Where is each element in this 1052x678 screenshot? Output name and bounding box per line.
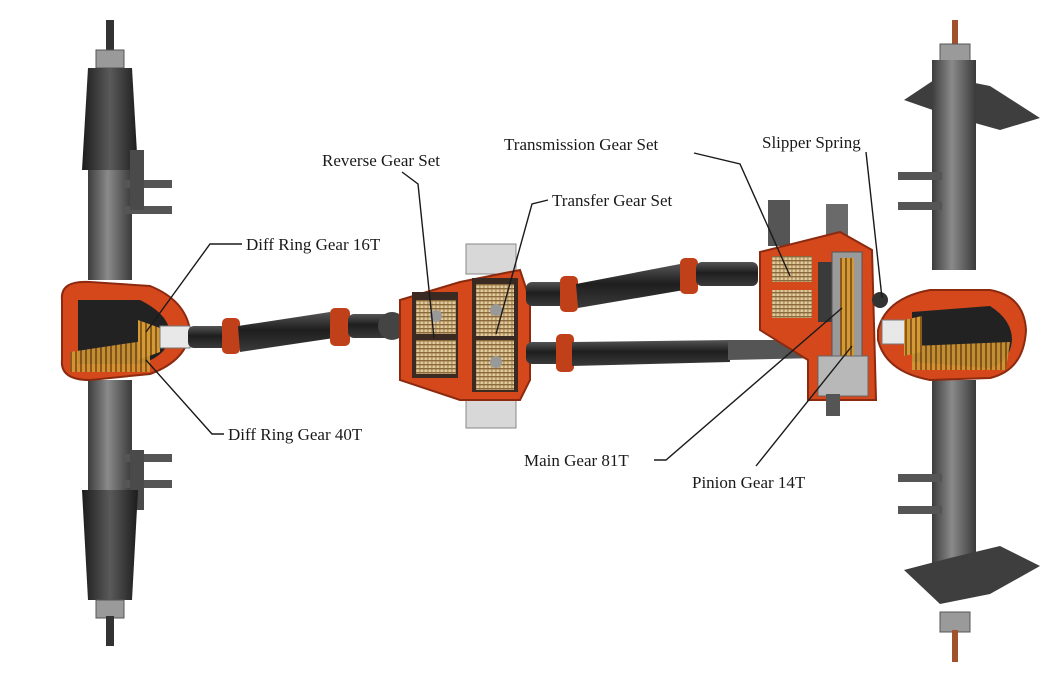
leader-transmission-gear-set [693,152,791,277]
front-axle-right [877,20,1040,662]
leader-slipper-spring [865,151,883,299]
label-pinion-gear-14t: Pinion Gear 14T [692,473,806,492]
transfer-case [399,243,531,429]
rear-driveshaft [188,308,406,354]
leader-diff-ring-gear-16t [145,243,242,333]
leader-transfer-gear-set [495,199,549,335]
lower-driveshaft [526,334,820,372]
leader-pinion-gear-14t [755,345,853,467]
leader-main-gear-81t [654,307,843,461]
label-main-gear-81t: Main Gear 81T [524,451,629,470]
label-diff-ring-gear-40t: Diff Ring Gear 40T [228,425,363,444]
leader-lines [145,151,883,467]
label-slipper-spring: Slipper Spring [762,133,861,152]
leader-reverse-gear-set [401,171,435,339]
transmission [759,200,888,416]
label-diff-ring-gear-16t: Diff Ring Gear 16T [246,235,381,254]
label-reverse-gear-set: Reverse Gear Set [322,151,441,170]
label-transfer-gear-set: Transfer Gear Set [552,191,673,210]
leader-diff-ring-gear-40t [145,359,224,435]
rear-axle-left [60,20,192,646]
label-transmission-gear-set: Transmission Gear Set [504,135,659,154]
upper-driveshaft [526,258,758,312]
